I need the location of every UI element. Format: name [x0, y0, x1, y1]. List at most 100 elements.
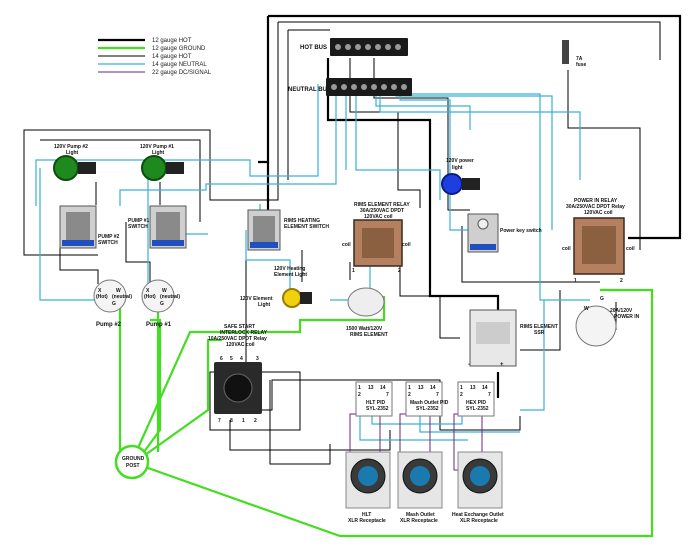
terminal-letter: G	[112, 301, 116, 307]
power-in-label: 20A/120V	[610, 308, 633, 314]
element-label: RIMS ELEMENT	[350, 332, 388, 338]
receptacle-label: HLT	[362, 512, 371, 518]
neutral-bus: NEUTRAL BUS	[288, 78, 412, 96]
pump2-light: 120V Pump #2 Light	[53, 144, 96, 181]
pid-title: HEX PID	[466, 400, 486, 406]
relay-coil-label: coil	[342, 242, 351, 248]
terminal-label: (Hot)	[144, 294, 156, 300]
relay-coil-label: coil	[562, 246, 571, 252]
ground-post-label: GROUND	[122, 456, 145, 462]
legend: 12 gauge HOT 12 gauge GROUND 14 gauge HO…	[98, 38, 212, 76]
ssr-label: RIMS ELEMENT	[520, 324, 558, 330]
ground-post: GROUND POST	[114, 444, 150, 480]
terminal-number: 2	[254, 418, 257, 424]
power-key-switch: Power key switch	[467, 213, 542, 253]
pid-title: Mash Outlet PID	[410, 400, 449, 406]
light-label: 120V Pump #2	[54, 144, 88, 150]
switch-label: PUMP #2	[98, 234, 120, 240]
switch-label: ELEMENT SWITCH	[284, 224, 329, 230]
terminal-letter: G	[160, 301, 164, 307]
receptacle-label: XLR Receptacle	[400, 518, 438, 524]
terminal-number: 1	[574, 278, 577, 284]
legend-item: 14 gauge NEUTRAL	[152, 62, 207, 68]
light-label: light	[452, 165, 463, 171]
ssr-terminal: +	[500, 362, 504, 368]
light-label: 120V power	[446, 158, 474, 164]
receptacle-label: Mash Outlet	[406, 512, 435, 518]
switch-label: RIMS HEATING	[284, 218, 320, 224]
element-label: 1500 Watt/120V	[346, 326, 383, 332]
pump2-label: Pump #2	[96, 322, 122, 328]
terminal-letter: W	[116, 288, 121, 294]
fuse: 7A fuse	[562, 40, 587, 68]
pid-terminal: 7	[386, 392, 389, 398]
pid-terminal: 13	[368, 385, 374, 391]
pid-title: HLT PID	[366, 400, 385, 406]
pid-terminal: 2	[358, 392, 361, 398]
relay-label: 120VAC coil	[226, 342, 255, 348]
relay-label: 30A/250VAC DPDT	[360, 208, 404, 214]
light-label: Light	[152, 150, 165, 156]
legend-item: 12 gauge HOT	[152, 38, 192, 44]
terminal-number: 5	[230, 356, 233, 362]
legend-item: 14 gauge HOT	[152, 54, 192, 60]
terminal-letter: X	[98, 288, 102, 294]
terminal-label: (Hot)	[96, 294, 108, 300]
wires	[23, 14, 682, 538]
pump1-light: 120V Pump #1 Light	[140, 144, 184, 181]
pump1-receptacle: X W (Hot) (neutral) G Pump #1	[141, 279, 180, 328]
hlt-xlr-receptacle: HLT XLR Receptacle	[345, 451, 391, 524]
terminal-number: 4	[240, 356, 243, 362]
relay-label: 30A/250VAC DPDT Relay	[566, 204, 625, 210]
relay-label: 120VAC coil	[364, 214, 393, 220]
terminal-number: 2	[398, 268, 401, 274]
relay-label: 10A/250VAC DPDT Relay	[208, 336, 267, 342]
fuse-label: 7A	[576, 56, 583, 62]
terminal-letter: X	[146, 288, 150, 294]
terminal-label: (neutral)	[160, 294, 180, 300]
receptacle-label: Heat Exchange Outlet	[452, 512, 504, 518]
rims-ssr: RIMS ELEMENT SSR - +	[468, 309, 558, 368]
terminal-number: 3	[256, 356, 259, 362]
light-label: Element Light	[274, 272, 307, 278]
switch-label: PUMP #1	[128, 218, 150, 224]
pid-terminal: 7	[436, 392, 439, 398]
light-label: 120V Element	[240, 296, 273, 302]
neutral-bus-label: NEUTRAL BUS	[288, 87, 331, 93]
pid-hlt: 1 13 14 2 7 HLT PID SYL-2352	[355, 381, 393, 417]
pid-terminal: 2	[408, 392, 411, 398]
pid-terminal: 1	[358, 385, 361, 391]
light-label: Light	[258, 302, 271, 308]
ssr-label: SSR	[534, 330, 545, 336]
relay-label: INTERLOCK RELAY	[220, 330, 268, 336]
terminal-letter: W	[584, 306, 589, 312]
mash-xlr-receptacle: Mash Outlet XLR Receptacle	[397, 451, 443, 524]
terminal-label: (neutral)	[112, 294, 132, 300]
legend-item: 22 gauge DC/SIGNAL	[152, 70, 212, 76]
relay-coil-label: coil	[626, 246, 635, 252]
hex-xlr-receptacle: Heat Exchange Outlet XLR Receptacle	[452, 451, 504, 524]
switch-label: SWITCH	[98, 240, 118, 246]
pid-subtitle: SYL-2352	[416, 406, 439, 412]
terminal-number: 6	[220, 356, 223, 362]
terminal-number: 2	[620, 278, 623, 284]
relay-label: POWER IN RELAY	[574, 198, 618, 204]
switch-label: Power key switch	[500, 228, 542, 234]
element-light: 120V Element Light	[240, 288, 312, 308]
pump1-switch: PUMP #1 SWITCH	[128, 205, 187, 249]
pid-terminal: 14	[482, 385, 488, 391]
switch-label: SWITCH	[128, 224, 148, 230]
rims-element: 1500 Watt/120V RIMS ELEMENT	[346, 287, 388, 338]
safe-start-relay: SAFE START INTERLOCK RELAY 10A/250VAC DP…	[208, 324, 268, 424]
relay-label: RIMS ELEMENT RELAY	[354, 202, 410, 208]
pid-hex: 1 13 14 2 7 HEX PID SYL-2352	[457, 381, 495, 417]
pump2-receptacle: X W (Hot) (neutral) G Pump #2	[93, 279, 132, 328]
light-label: 120V Heating	[274, 266, 305, 272]
pid-terminal: 1	[460, 385, 463, 391]
relay-label: SAFE START	[224, 324, 255, 330]
light-label: Light	[66, 150, 79, 156]
power-in-receptacle: 20A/120V POWER IN W G	[575, 296, 640, 347]
terminal-letter: W	[162, 288, 167, 294]
terminal-letter: G	[600, 296, 604, 302]
rims-switch: RIMS HEATING ELEMENT SWITCH	[247, 209, 329, 251]
